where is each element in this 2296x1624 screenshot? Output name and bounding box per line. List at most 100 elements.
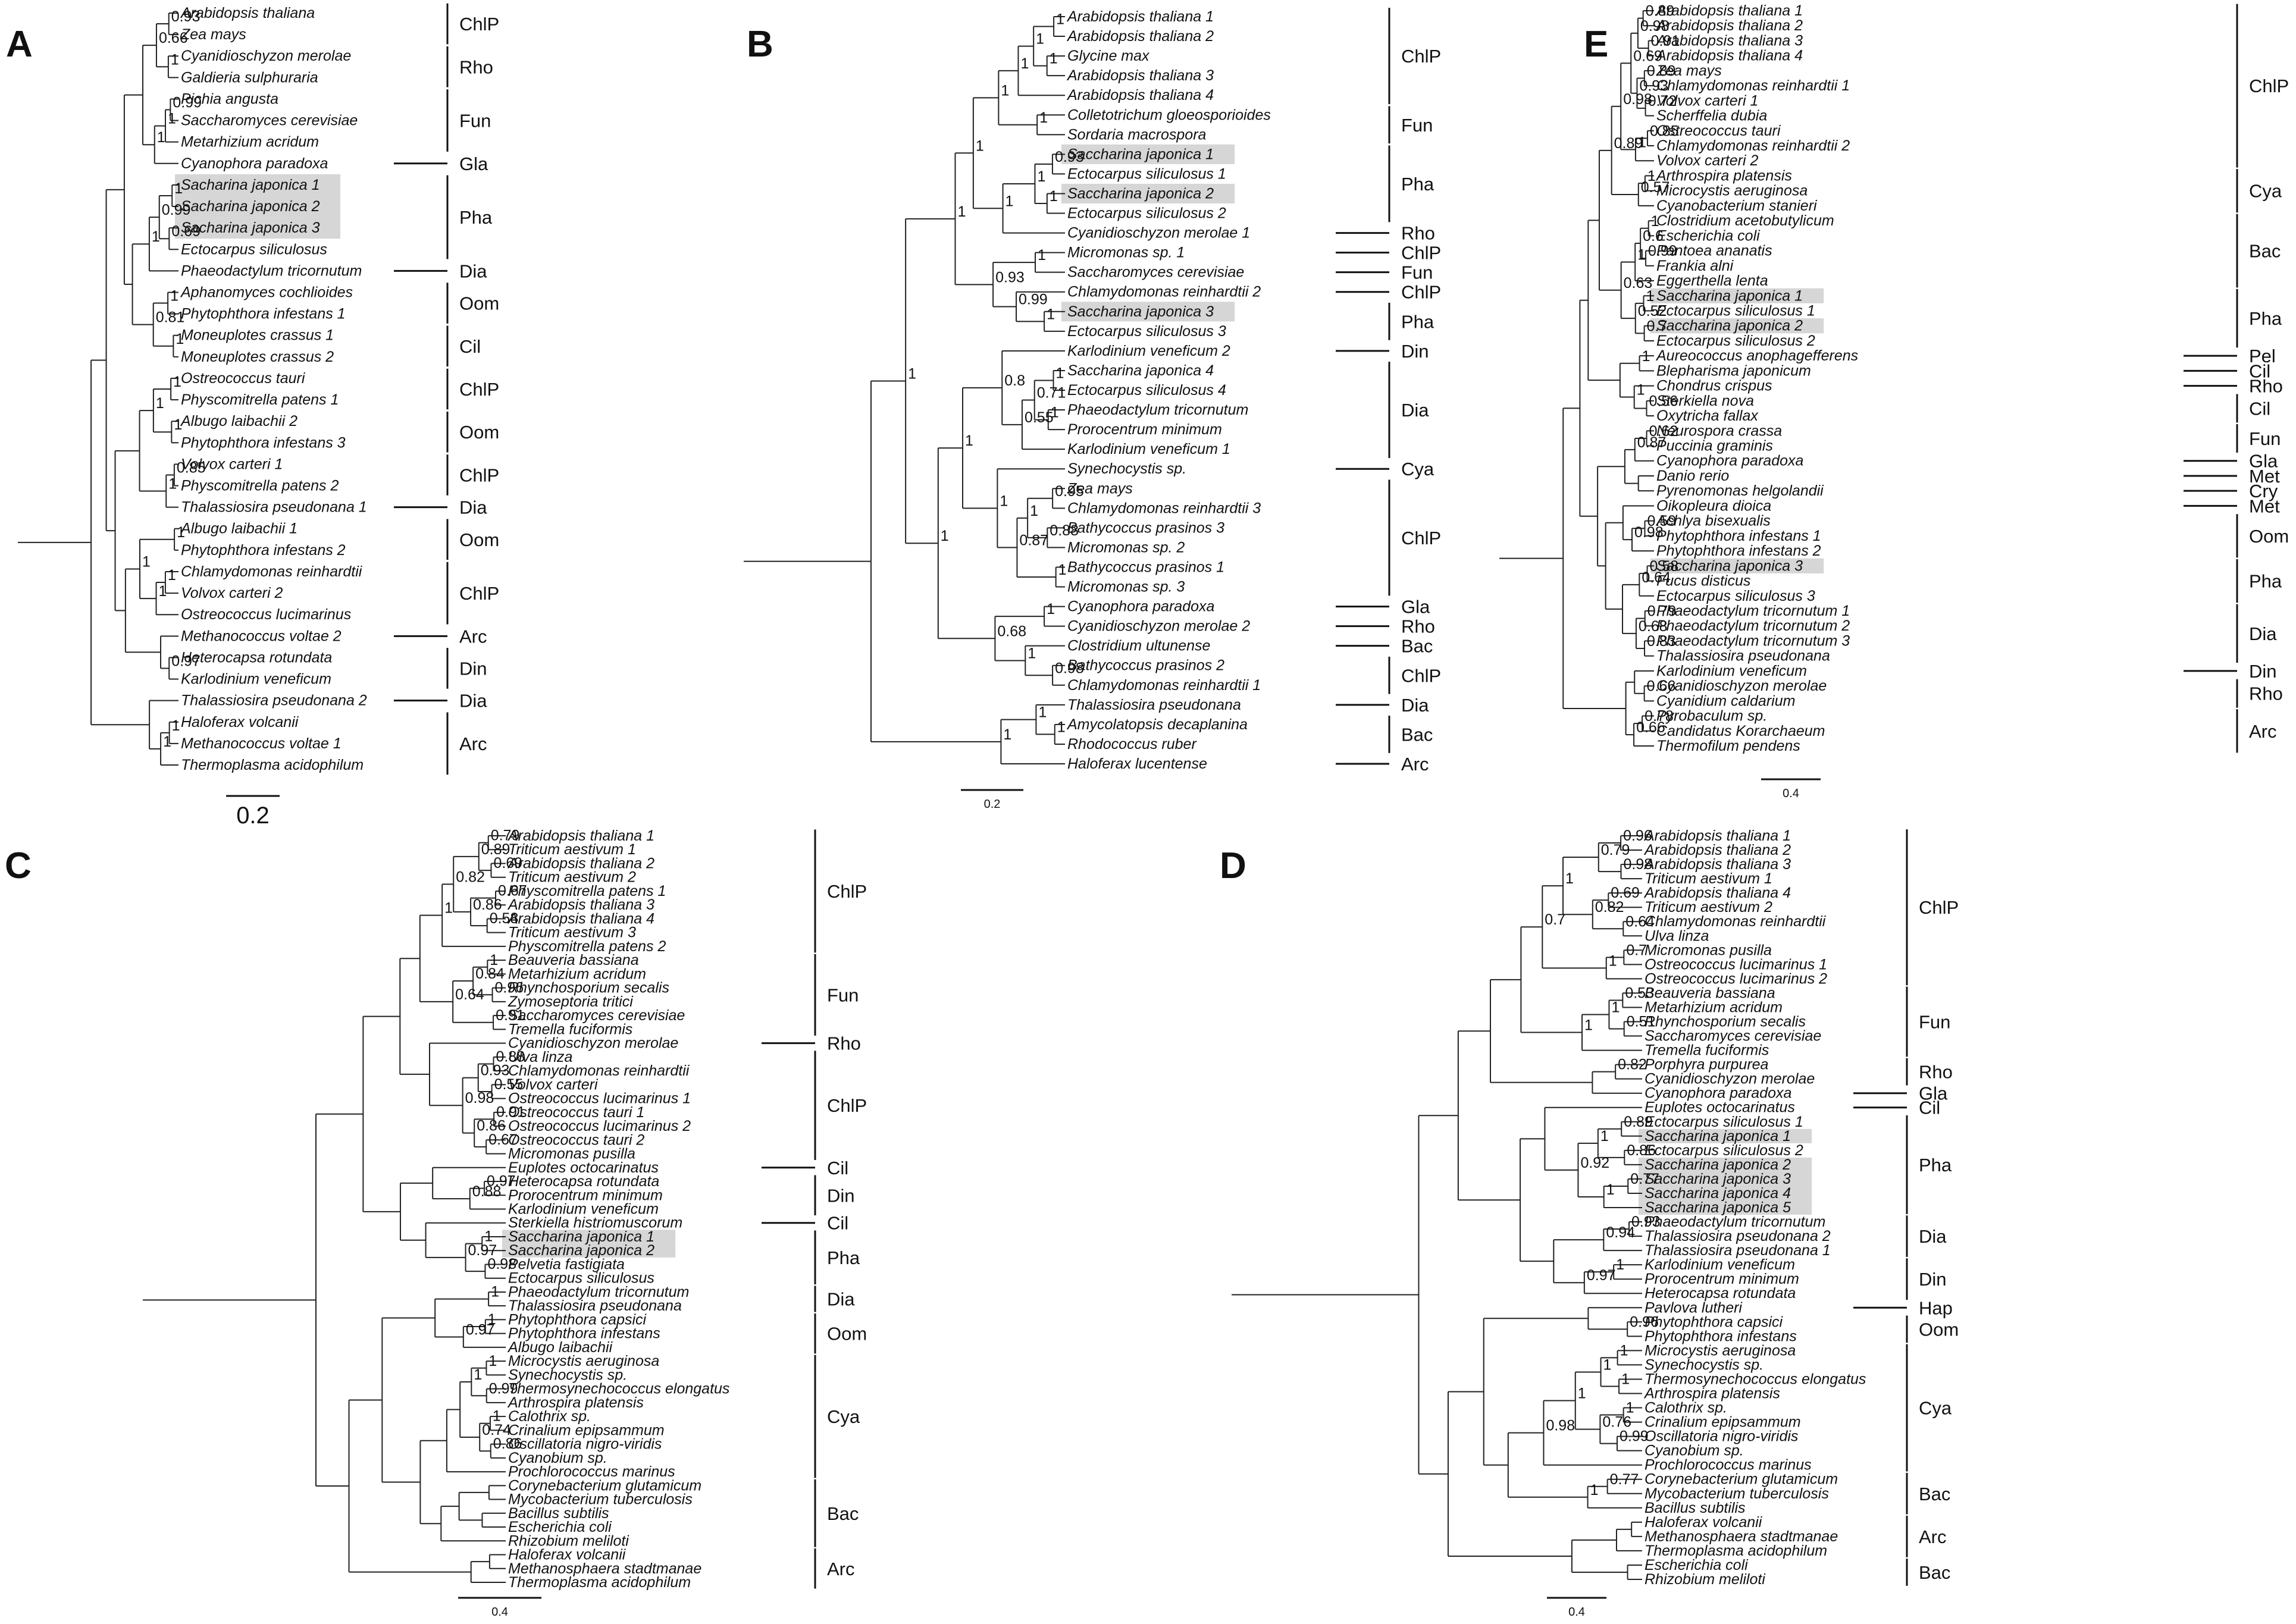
support-value: 0.77: [1610, 1471, 1639, 1488]
taxon-label: Cyanidioschyzon merolae: [1656, 678, 1827, 694]
support-value: 1: [1590, 1482, 1599, 1498]
taxon-label: Bathycoccus prasinos 2: [1067, 657, 1224, 674]
taxon-label: Aphanomyces cochlioides: [180, 284, 353, 300]
support-value: 0.87: [1637, 434, 1667, 451]
taxon-label: Thalassiosira pseudonana 2: [181, 692, 367, 709]
group-label: Din: [2249, 661, 2277, 682]
support-value: 0.83: [1647, 633, 1676, 650]
group-label: Pha: [1919, 1155, 1952, 1175]
group-label: Oom: [1919, 1319, 1959, 1340]
highlight-box: [1061, 183, 1235, 203]
taxon-label: Ectocarpus siliculosus 1: [1645, 1114, 1803, 1130]
support-value: 0.88: [472, 1183, 502, 1200]
group-label: Arc: [2249, 721, 2277, 742]
support-value: 0.88: [1050, 522, 1079, 539]
taxon-label: Chlamydomonas reinhardtii 2: [1067, 284, 1261, 300]
support-value: 0.81: [156, 309, 185, 326]
taxon-label: Haloferax volcanii: [1645, 1514, 1763, 1531]
support-value: 1: [1621, 1371, 1630, 1387]
taxon-label: Phytophthora infestans 2: [181, 542, 346, 559]
taxon-label: Escherichia coli: [1656, 227, 1761, 244]
group-label: Din: [459, 658, 487, 679]
taxon-label: Phaeodactylum tricornutum 3: [1656, 632, 1850, 649]
support-value: 0.89: [1647, 63, 1676, 80]
group-label: Cya: [1919, 1398, 1952, 1419]
taxon-label: Saccharina japonica 1: [1645, 1128, 1791, 1145]
taxon-label: Micromonas pusilla: [1645, 942, 1772, 958]
support-value: 1: [908, 366, 916, 383]
panel-e: E0.890.910.890.720.850.980.9310.690.9810…: [1499, 2, 2289, 800]
taxon-label: Arabidopsis thaliana 2: [1643, 842, 1791, 858]
support-value: 1: [1006, 193, 1014, 209]
group-label: Fun: [827, 985, 859, 1005]
taxon-label: Cyanidioschyzon merolae: [508, 1035, 678, 1052]
group-label: Cil: [459, 336, 481, 357]
taxon-label: Clostridium ultunense: [1067, 638, 1210, 654]
support-value: 0.93: [1631, 1214, 1661, 1230]
taxon-label: Arabidopsis thaliana 1: [1066, 8, 1214, 25]
support-value: 1: [1057, 719, 1066, 735]
taxon-label: Ectocarpus siliculosus: [508, 1270, 654, 1287]
support-value: 1: [1001, 82, 1009, 99]
group-label: Cil: [827, 1158, 848, 1178]
group-label: Pha: [2249, 571, 2282, 592]
support-value: 1: [1030, 503, 1038, 519]
group-label: Din: [1919, 1269, 1947, 1290]
taxon-label: Triticum aestivum 1: [1645, 870, 1772, 887]
taxon-label: Saccharina japonica 2: [1067, 185, 1214, 202]
taxon-label: Eggerthella lenta: [1656, 272, 1768, 289]
group-label: Pha: [2249, 308, 2282, 329]
taxon-label: Thalassiosira pseudonana 2: [1645, 1228, 1831, 1244]
taxon-label: Phaeodactylum tricornutum: [1645, 1214, 1825, 1230]
support-value: 1: [1036, 31, 1044, 48]
support-value: 0.59: [1647, 513, 1677, 529]
taxon-label: Micromonas sp. 3: [1067, 579, 1185, 595]
group-label: Bac: [1401, 724, 1433, 745]
support-value: 0.86: [477, 1118, 506, 1134]
taxon-label: Phytophthora capsici: [1645, 1313, 1784, 1330]
support-value: 0.94: [1606, 1224, 1635, 1241]
support-value: 0.86: [1627, 1142, 1656, 1159]
support-value: 1: [168, 111, 176, 127]
support-value: 1: [1620, 1342, 1628, 1359]
group-label: Fun: [459, 111, 491, 131]
group-label: Bac: [1919, 1562, 1950, 1583]
group-label: Rho: [1919, 1062, 1953, 1083]
group-label: Dia: [1401, 400, 1429, 421]
taxon-label: Zymoseptoria tritici: [508, 993, 634, 1010]
taxon-label: Ectocarpus siliculosus 2: [1067, 205, 1226, 222]
support-value: 0.93: [1055, 149, 1084, 165]
group-label: Dia: [459, 497, 487, 518]
taxon-label: Micromonas sp. 2: [1067, 539, 1185, 556]
taxon-label: Neurospora crassa: [1656, 422, 1782, 439]
support-value: 1: [156, 395, 164, 412]
taxon-label: Heterocapsa rotundata: [181, 649, 332, 666]
taxon-label: Fucus disticus: [1656, 573, 1750, 590]
taxon-label: Galdieria sulphuraria: [181, 69, 318, 86]
taxon-label: Arabidopsis thaliana 3: [1655, 32, 1803, 49]
taxon-label: Escherichia coli: [508, 1519, 612, 1535]
group-label: Cya: [827, 1406, 860, 1427]
taxon-label: Phaeodactylum tricornutum: [1067, 402, 1248, 418]
support-value: 0.79: [1601, 842, 1630, 858]
taxon-label: Heterocapsa rotundata: [1645, 1285, 1796, 1302]
taxon-label: Crinalium epipsammum: [508, 1422, 665, 1438]
panel-a: A0.9310.99110.690.9911110.851110.97110.6…: [6, 3, 499, 829]
taxon-label: Phaeodactylum tricornutum: [508, 1284, 689, 1300]
support-value: 0.96: [1630, 1313, 1659, 1330]
highlight-box: [1650, 318, 1824, 334]
group-label: ChlP: [459, 583, 499, 604]
taxon-label: Rhizobium meliloti: [508, 1532, 629, 1549]
taxon-label: Arabidopsis thaliana 2: [507, 855, 654, 871]
taxon-label: Zea mays: [180, 26, 246, 43]
support-value: 1: [941, 528, 949, 544]
taxon-label: Saccharina japonica 1: [508, 1228, 654, 1245]
taxon-label: Arabidopsis thaliana 2: [1655, 17, 1803, 34]
taxon-label: Ostreococcus tauri: [1656, 123, 1781, 139]
scale-label: 0.2: [236, 802, 270, 829]
taxon-label: Haloferax lucentense: [1067, 755, 1207, 772]
taxon-label: Saccharina japonica 3: [1067, 303, 1214, 320]
support-value: 1: [171, 51, 179, 68]
taxon-label: Physcomitrella patens 1: [181, 391, 339, 408]
group-label: Cil: [2249, 398, 2270, 419]
